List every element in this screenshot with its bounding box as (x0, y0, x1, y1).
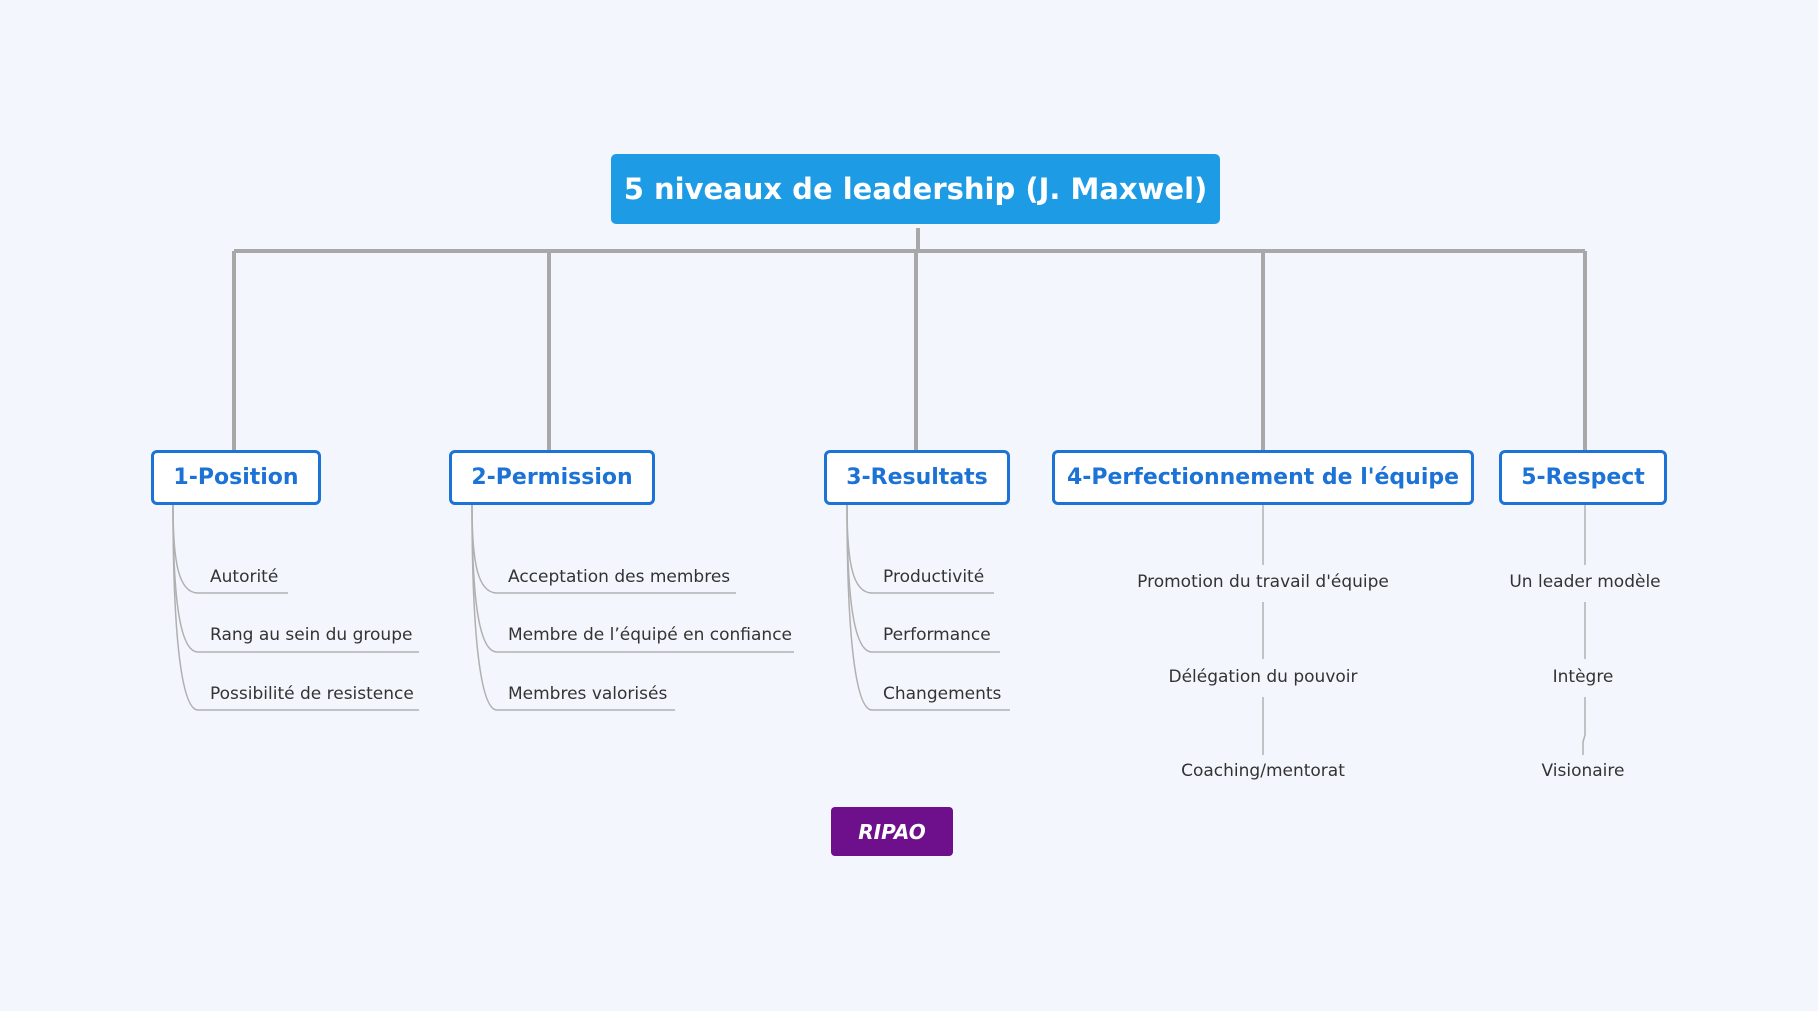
leaf-topic[interactable]: Acceptation des membres (508, 567, 731, 587)
ripao-badge[interactable]: RIPAO (831, 807, 953, 856)
leaf-topic[interactable]: Autorité (210, 567, 279, 587)
leaf-topic[interactable]: Visionaire (1541, 761, 1625, 781)
leaf-topic[interactable]: Possibilité de resistence (210, 684, 414, 704)
leaf-topic[interactable]: Coaching/mentorat (1181, 761, 1345, 781)
leaf-topic[interactable]: Rang au sein du groupe (210, 625, 413, 645)
leaf-topic[interactable]: Productivité (883, 567, 985, 587)
branch-topic-5[interactable]: 5-Respect (1499, 450, 1667, 505)
branch-topic-2[interactable]: 2-Permission (449, 450, 655, 505)
leaf-topic[interactable]: Un leader modèle (1509, 572, 1661, 592)
branch-topic-1[interactable]: 1-Position (151, 450, 321, 505)
branch-1-leaf-connectors (172, 504, 419, 711)
leaf-topic[interactable]: Changements (883, 684, 1002, 704)
leaf-topic[interactable]: Membres valorisés (508, 684, 668, 704)
branch-topic-4[interactable]: 4-Perfectionnement de l'équipe (1052, 450, 1474, 505)
root-topic[interactable]: 5 niveaux de leadership (J. Maxwel) (611, 154, 1220, 224)
branch-2-leaf-connectors (471, 504, 794, 711)
branch-3-leaf-connectors (846, 504, 1010, 711)
branch-topic-3[interactable]: 3-Resultats (824, 450, 1010, 505)
leaf-topic[interactable]: Promotion du travail d'équipe (1137, 572, 1389, 592)
leaf-topic[interactable]: Membre de l’équipé en confiance (508, 625, 793, 645)
leaf-topic[interactable]: Performance (883, 625, 991, 645)
branch-5-leaf-connectors (1582, 505, 1586, 755)
leaf-topic[interactable]: Délégation du pouvoir (1168, 667, 1358, 687)
leaf-topic[interactable]: Intègre (1552, 667, 1614, 687)
